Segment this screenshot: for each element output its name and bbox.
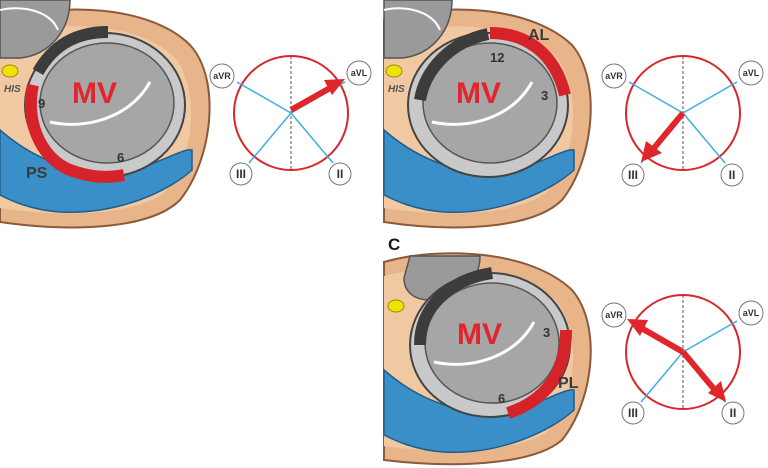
panel-a-dark-segment bbox=[32, 26, 109, 76]
panel-c-vector-ii-head bbox=[708, 381, 726, 402]
panel-b-dark-segment bbox=[414, 28, 490, 102]
panel-c: C MV 3 6 PL bbox=[383, 235, 764, 466]
panel-b-lead-ii-label: II bbox=[729, 168, 736, 182]
panel-b-mitral-valve bbox=[422, 42, 558, 164]
panel-a-vector-shaft bbox=[289, 85, 332, 113]
panel-b-cusp-highlight bbox=[383, 7, 441, 31]
panel-b: B HIS MV 12 3 AL bbox=[383, 0, 764, 229]
panel-a-aortic-cusp bbox=[0, 0, 71, 59]
panel-a-lead-avr-badge bbox=[209, 63, 235, 89]
panel-c-lead-avl-badge bbox=[738, 300, 764, 326]
panel-c-lead-avr-badge bbox=[601, 302, 627, 328]
panel-b-lead-avr-line bbox=[628, 81, 684, 114]
panel-c-lead-avl-label: aVL bbox=[743, 308, 760, 318]
panel-a-lead-avr-line bbox=[236, 81, 292, 114]
panel-b-mv-label: MV bbox=[456, 77, 501, 110]
panel-c-letter: C bbox=[388, 235, 400, 254]
panel-a-mitral-valve bbox=[39, 42, 175, 164]
panel-b-his-bundle bbox=[385, 64, 403, 78]
panel-b-region-al: AL bbox=[528, 27, 550, 44]
panel-a-lead-iii-label: III bbox=[236, 167, 246, 181]
panel-a-cusp-highlight bbox=[0, 7, 59, 31]
panel-c-red-segment bbox=[505, 329, 572, 419]
panel-c-heart-illustration: MV 3 6 PL bbox=[383, 252, 592, 466]
panel-c-vector-ii-shaft bbox=[680, 350, 717, 391]
panel-b-vector-head bbox=[641, 141, 662, 162]
panel-b-his-label: HIS bbox=[388, 84, 405, 95]
panel-b-seg-12: 12 bbox=[490, 50, 504, 65]
panel-c-lead-avr-label: aVR bbox=[605, 310, 623, 320]
panel-c-dark-segment bbox=[414, 267, 494, 346]
panel-b-aortic-cusp bbox=[383, 0, 453, 59]
panel-b-lead-avl-line bbox=[682, 81, 738, 114]
panel-a-lead-avl-label: aVL bbox=[351, 68, 368, 78]
panel-a-lead-ii-label: II bbox=[337, 167, 344, 181]
panel-a-lead-ii-line bbox=[290, 112, 334, 164]
panel-b-lead-iii-badge bbox=[621, 163, 645, 187]
panel-c-lead-iii-line bbox=[640, 351, 684, 403]
panel-b-lead-avl-label: aVL bbox=[743, 68, 760, 78]
panel-a-lead-iii-line bbox=[248, 112, 292, 164]
panel-b-seg-3: 3 bbox=[541, 88, 548, 103]
panel-b-lead-avr-label: aVR bbox=[605, 71, 623, 81]
panel-c-vector-avr-head bbox=[627, 319, 648, 336]
panel-a-axis-diagram: aVR aVL III II bbox=[209, 55, 372, 186]
panel-b-closure-line bbox=[431, 81, 534, 126]
panel-a-red-segment bbox=[24, 83, 126, 183]
panel-c-lead-iii-badge bbox=[621, 401, 645, 425]
panel-a: A HIS MV 9 6 PS bbox=[0, 0, 372, 229]
panel-a-his-label: HIS bbox=[4, 84, 21, 95]
panel-b-heart-illustration: HIS MV 12 3 AL bbox=[383, 0, 592, 229]
panel-c-lead-avl-line bbox=[682, 320, 738, 353]
panel-b-lead-avr-badge bbox=[601, 63, 627, 89]
panel-b-lead-iii-label: III bbox=[628, 168, 638, 182]
panel-c-vector-avr-shaft bbox=[641, 326, 685, 355]
panel-b-lead-avl-badge bbox=[738, 60, 764, 86]
panel-c-axis-diagram: aVR aVL III II bbox=[601, 294, 764, 425]
panel-c-lead-ii-badge bbox=[721, 401, 745, 425]
panel-c-closure-line bbox=[433, 321, 536, 366]
panel-a-seg-9: 9 bbox=[38, 96, 45, 111]
panel-a-vector-head bbox=[324, 79, 345, 95]
panel-a-heart-illustration: HIS MV 9 6 PS bbox=[0, 0, 211, 229]
panel-a-lead-avl-badge bbox=[346, 60, 372, 86]
panel-a-seg-6: 6 bbox=[117, 150, 124, 165]
panel-a-closure-line bbox=[49, 81, 152, 126]
panel-c-his-bundle bbox=[387, 299, 405, 313]
panel-a-lead-ii-badge bbox=[328, 162, 352, 186]
panel-c-seg-6: 6 bbox=[498, 391, 505, 406]
panel-b-lead-ii-badge bbox=[720, 163, 744, 187]
panel-a-lead-avr-label: aVR bbox=[213, 71, 231, 81]
panel-b-vector-shaft bbox=[651, 111, 686, 150]
panel-c-lead-ii-label: II bbox=[730, 406, 737, 420]
panel-b-lead-ii-line bbox=[682, 112, 726, 164]
panel-c-seg-3: 3 bbox=[543, 325, 550, 340]
panel-c-mv-label: MV bbox=[457, 318, 502, 351]
panel-a-his-bundle bbox=[1, 64, 19, 78]
panel-a-mv-label: MV bbox=[72, 77, 117, 110]
panel-a-lead-iii-badge bbox=[229, 162, 253, 186]
panel-c-region-pl: PL bbox=[558, 375, 579, 392]
panel-c-lead-iii-label: III bbox=[628, 406, 638, 420]
panel-b-axis-diagram: aVR aVL III II bbox=[601, 55, 764, 187]
panel-a-region-ps: PS bbox=[26, 165, 48, 182]
panel-b-red-segment bbox=[489, 27, 571, 97]
